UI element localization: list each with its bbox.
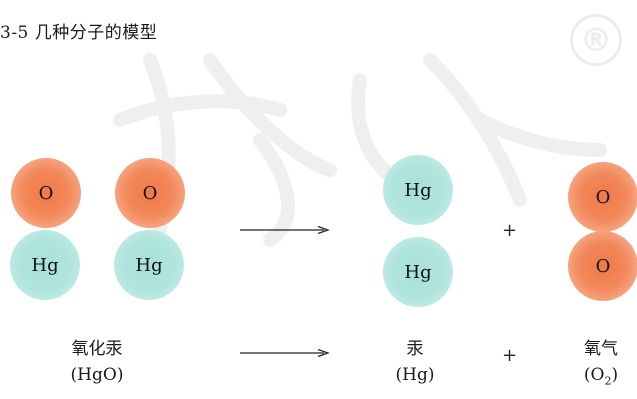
reactant-formula: (HgO) [70,364,124,385]
hgo-1-mercury-atom: Hg [10,230,80,300]
formula-suffix: ) [611,364,619,385]
reaction-arrow-icon [240,225,330,235]
product-mercury-name: 汞 [406,339,424,359]
atom-symbol: O [38,182,54,204]
figure-caption: 3-5 几种分子的模型 [0,23,158,43]
atom-symbol: O [595,255,611,277]
registered-mark-icon: ® [570,14,622,66]
product-mercury-formula: (Hg) [395,364,435,385]
product-oxygen-label: 氧气 (O2) [584,337,618,389]
hgo-2-mercury-atom: Hg [114,230,184,300]
formula-prefix: (O [583,364,605,385]
product-oxygen-name: 氧气 [584,339,618,359]
word-equation-arrow-icon [240,348,330,358]
atom-symbol: Hg [404,261,432,283]
o2-oxygen-atom-1: O [568,162,637,232]
atom-symbol: Hg [404,179,432,201]
atom-symbol: Hg [135,254,163,276]
mercury-atom-2: Hg [383,237,453,307]
product-oxygen-formula: (O2) [584,363,618,390]
reactant-name: 氧化汞 [71,339,123,359]
product-mercury-label: 汞 (Hg) [396,337,435,388]
o2-oxygen-atom-2: O [568,231,637,301]
atom-symbol: O [595,186,611,208]
word-plus-sign: + [502,345,518,366]
plus-sign: + [502,220,518,241]
hgo-1-oxygen-atom: O [11,158,81,228]
atom-symbol: Hg [31,254,59,276]
hgo-2-oxygen-atom: O [115,158,185,228]
reactant-label: 氧化汞 (HgO) [71,337,124,388]
formula-subscript: 2 [604,373,612,387]
mercury-atom-1: Hg [383,155,453,225]
atom-symbol: O [142,182,158,204]
